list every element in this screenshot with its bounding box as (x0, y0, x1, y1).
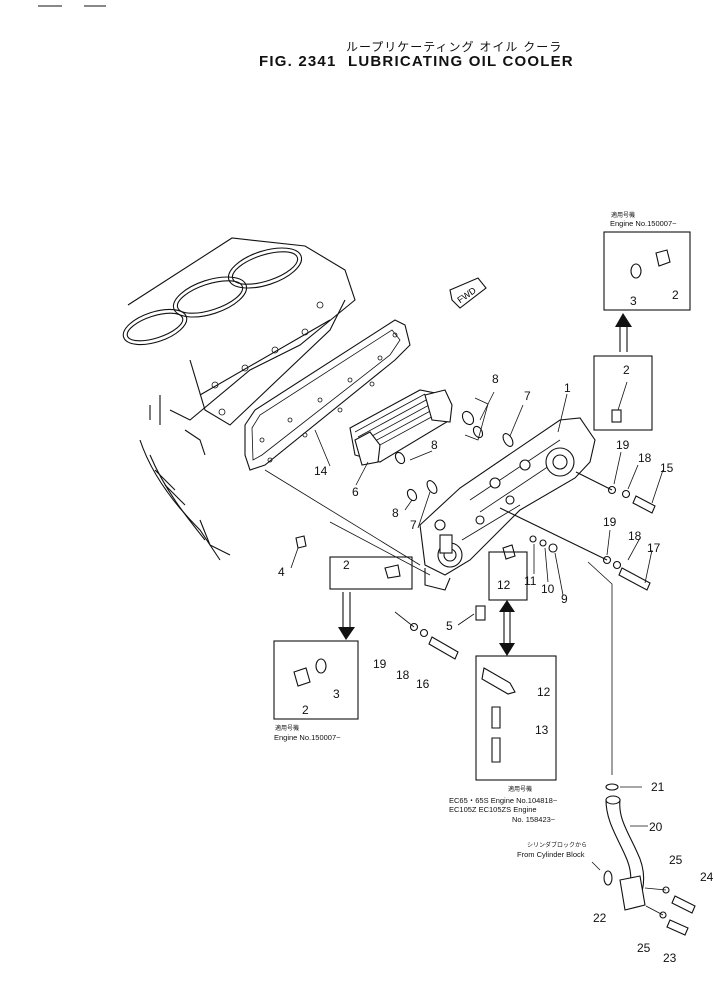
callout-10: 10 (541, 582, 555, 596)
fwd-tag: FWD (449, 277, 487, 309)
note-bottom-center-line2: EC105Z EC105ZS Engine (449, 805, 537, 814)
detail-box-top-right (603, 231, 691, 311)
callout-6: 6 (352, 485, 359, 499)
callout-12-detail: 12 (537, 685, 551, 699)
detail-box-bottom-left (273, 640, 359, 720)
callout-leaders (290, 381, 664, 871)
detail-box-2-right (593, 355, 653, 431)
callout-3-top-detail: 3 (630, 294, 637, 308)
callout-19-upper: 19 (616, 438, 630, 452)
callout-20: 20 (649, 820, 663, 834)
callout-11: 11 (524, 574, 537, 588)
detail-box-2-left (329, 556, 413, 590)
bolts-center (529, 535, 558, 553)
figure-title: LUBRICATING OIL COOLER (348, 53, 574, 70)
gasket (244, 319, 411, 471)
callout-16: 16 (416, 677, 430, 691)
o-ring-3 (630, 263, 642, 279)
callout-7-lower: 7 (410, 518, 417, 532)
note-cylinder-block-jp: シリンダブロックから (527, 842, 588, 849)
callout-8-lower: 8 (392, 506, 399, 520)
callout-3-bottom-detail: 3 (333, 687, 340, 701)
pipe-13-b (491, 737, 501, 763)
leader-line (264, 469, 421, 566)
callout-18-upper: 18 (638, 451, 652, 465)
leader-line (329, 521, 431, 576)
callout-5: 5 (446, 619, 453, 633)
title-jp: ループリケーティング オイル クーラ (346, 40, 563, 54)
note-top-right-label: 適用号機 (611, 212, 636, 219)
callout-2-left-box: 2 (343, 558, 350, 572)
plug-4 (295, 535, 307, 549)
callout-25-upper: 25 (669, 853, 683, 867)
callout-19-lower: 19 (373, 657, 387, 671)
callout-2-top-detail: 2 (672, 288, 679, 302)
note-bottom-center-line1: EC65・65S Engine No.104818~ (449, 796, 558, 805)
plug-2-detail (293, 667, 311, 687)
oil-tube-assembly (587, 561, 696, 936)
plug (611, 409, 622, 423)
callout-23: 23 (663, 951, 677, 965)
note-bottom-center-label: 適用号機 (508, 786, 533, 793)
callout-19-middle: 19 (603, 515, 617, 529)
callout-9: 9 (561, 592, 568, 606)
detail-box-bottom-center (475, 655, 557, 781)
o-ring-22 (603, 870, 613, 886)
callout-21: 21 (651, 780, 665, 794)
callout-25-lower: 25 (637, 941, 651, 955)
nozzle-12-detail (481, 667, 516, 695)
bolts-right (499, 471, 656, 591)
callout-2-cover: 2 (623, 363, 630, 377)
arrow-shaft (342, 592, 351, 627)
o-rings (394, 397, 514, 502)
note-cylinder-block-en: From Cylinder Block (517, 850, 585, 859)
callout-2-bottom-detail: 2 (302, 703, 309, 717)
cylinder-block (122, 237, 356, 561)
callout-1: 1 (564, 381, 571, 395)
note-top-right-engine: Engine No.150007~ (610, 219, 677, 228)
nozzle-5 (475, 605, 486, 621)
bolt-16-assembly (394, 611, 459, 660)
callout-13: 13 (535, 723, 549, 737)
callout-24: 24 (700, 870, 714, 884)
figure-number: FIG. 2341 (259, 53, 337, 70)
pipe-13-a (491, 706, 501, 729)
note-bottom-left-engine: Engine No.150007~ (274, 733, 341, 742)
plug-2 (655, 249, 671, 267)
note-bottom-left-label: 適用号機 (275, 725, 300, 732)
callout-8-middle: 8 (431, 438, 438, 452)
note-bottom-center-line3: No. 158423~ (512, 815, 556, 824)
callout-15: 15 (660, 461, 674, 475)
callout-8-top: 8 (492, 372, 499, 386)
callout-18-lower: 18 (396, 668, 410, 682)
oil-cooler-cover (419, 417, 596, 591)
callout-12-box: 12 (497, 578, 511, 592)
detail-box-12 (488, 551, 528, 601)
callout-14: 14 (314, 464, 328, 478)
callout-18-middle: 18 (628, 529, 642, 543)
callout-7-upper: 7 (524, 389, 531, 403)
callout-4: 4 (278, 565, 285, 579)
o-ring-21 (605, 783, 619, 791)
o-ring-3-detail (315, 658, 327, 674)
callout-17: 17 (647, 541, 661, 555)
callout-22: 22 (593, 911, 607, 925)
cooler-element (349, 389, 453, 466)
